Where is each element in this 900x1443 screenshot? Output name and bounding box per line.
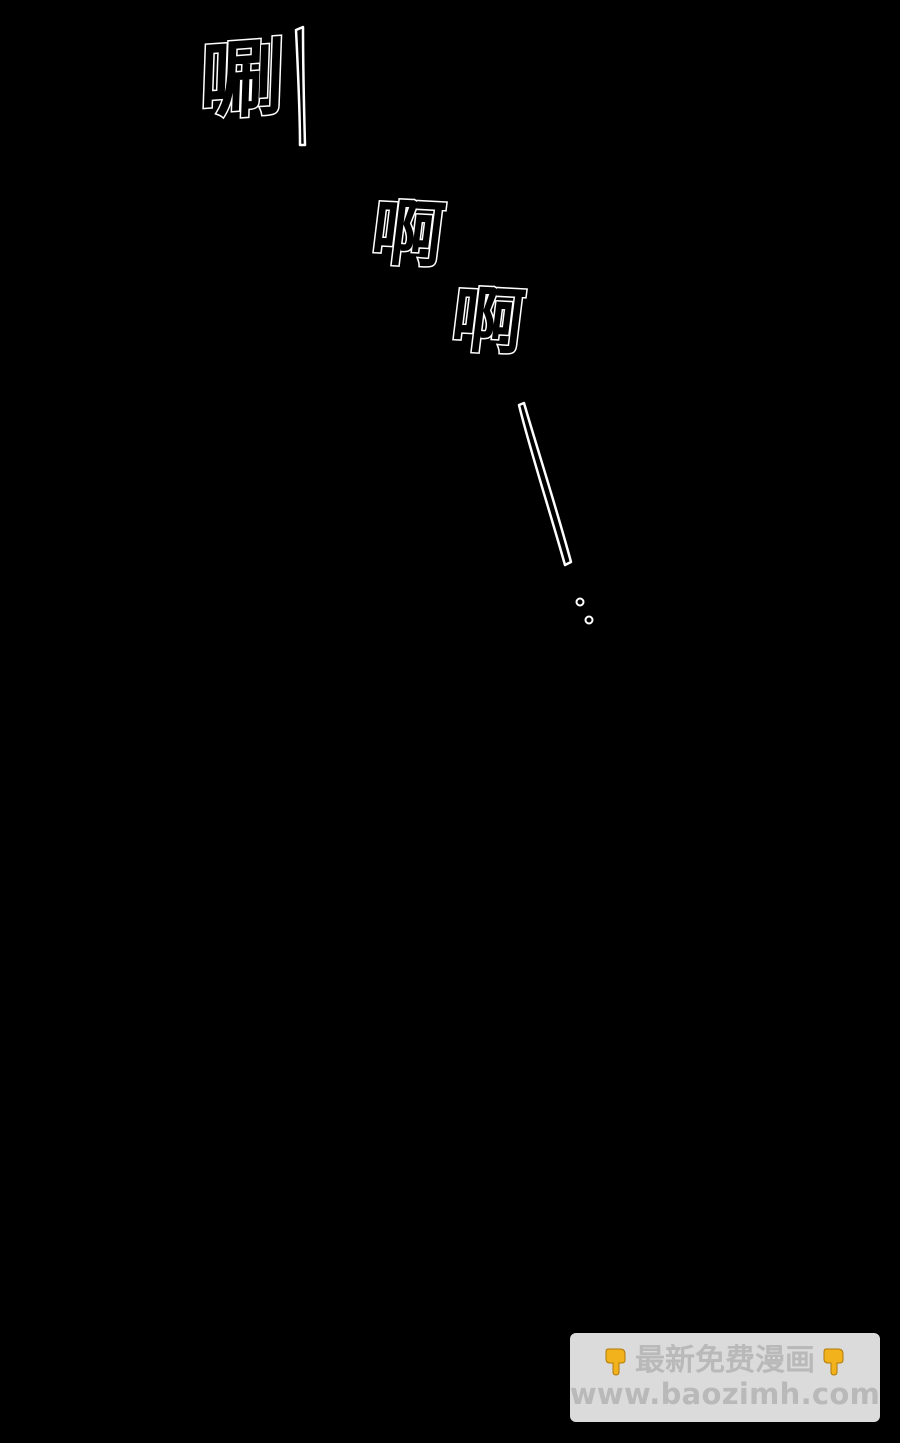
pointing-down-hand-icon [605,1348,626,1376]
sfx-ah-2: 啊 [445,276,530,366]
watermark-url[interactable]: www.baozimh.com [569,1377,881,1412]
sfx-whoosh: 唰 [197,26,287,133]
pointing-down-hand-icon [823,1348,844,1376]
sfx-dot-1 [575,597,585,607]
watermark-banner[interactable]: 最新免费漫画 www.baozimh.com [570,1333,880,1422]
sfx-dot-2 [584,615,594,625]
watermark-title-row: 最新免费漫画 [603,1344,847,1377]
sfx-stroke-1 [294,25,307,147]
sfx-stroke-2 [517,401,573,567]
sfx-ah-1: 啊 [365,189,450,279]
watermark-title: 最新免费漫画 [635,1343,815,1379]
